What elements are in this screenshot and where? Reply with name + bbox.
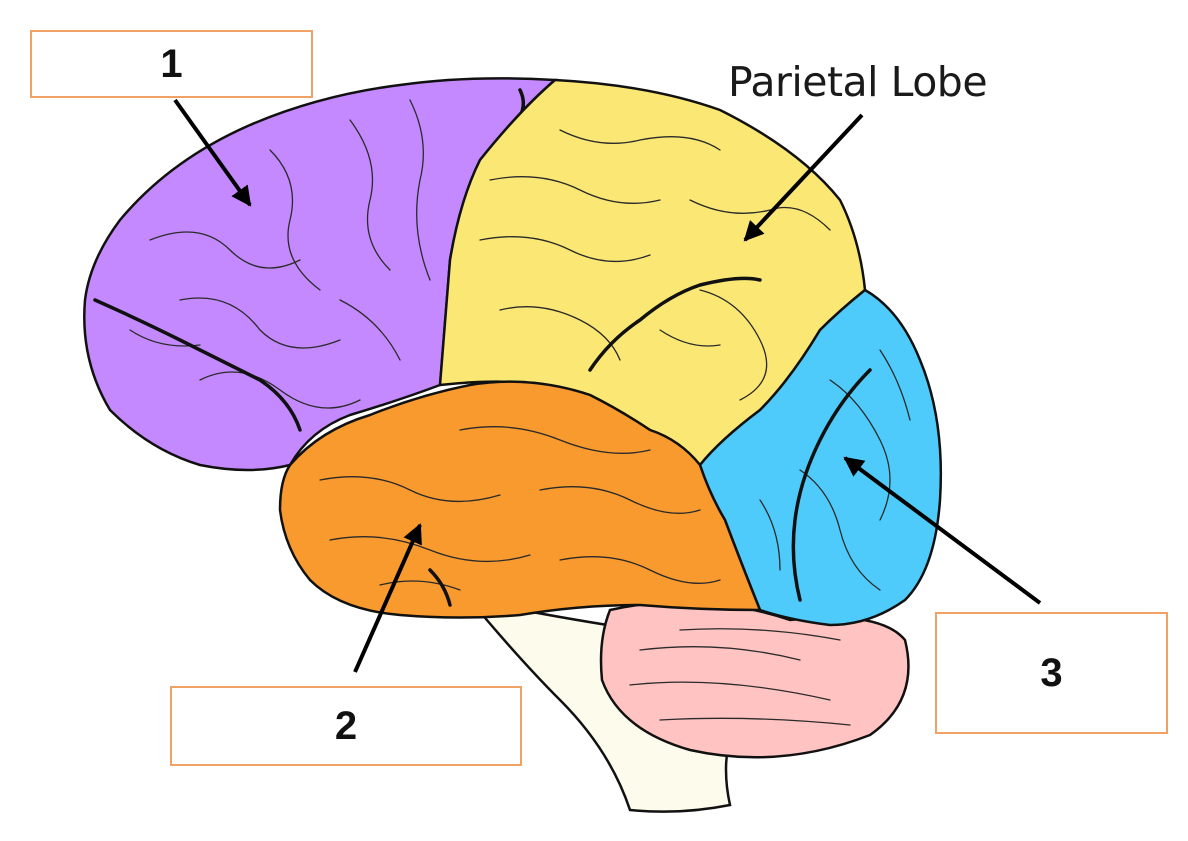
label-box-3[interactable]: 3 [935, 612, 1168, 734]
arrow-2 [353, 523, 422, 673]
label-box-2[interactable]: 2 [170, 686, 522, 766]
occipital-lobe [698, 288, 943, 627]
arrow-3 [843, 456, 1042, 605]
label-box-1[interactable]: 1 [30, 30, 313, 98]
arrow-1 [173, 98, 252, 207]
temporal-lobe [278, 380, 762, 619]
arrow-parietal [743, 113, 864, 242]
parietal-lobe-label: Parietal Lobe [728, 58, 988, 106]
